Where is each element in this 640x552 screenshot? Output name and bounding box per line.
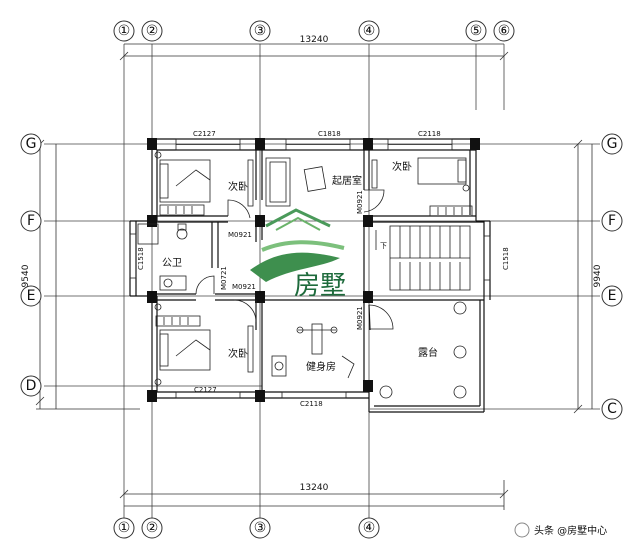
axis-label: ① [118,520,131,536]
axis-bubbles-right: G F E C [601,133,623,420]
door-swings [195,189,394,330]
door-label: M0721 [220,266,228,290]
axis-label: ③ [254,23,267,39]
window-label: C2127 [193,130,216,138]
right-dimension: 9940 [573,139,603,414]
axis-label: E [27,288,36,304]
axis-label: C [607,401,617,417]
axis-label: ② [146,23,159,39]
furniture-bed-nw [154,151,254,216]
room-label-living: 起居室 [332,174,362,187]
left-dimension: 9540 [21,139,140,410]
window-label: C1518 [502,247,510,270]
credit-watermark: 头条 @房墅中心 [514,522,607,538]
staircase [375,225,471,291]
axis-label: G [26,136,37,152]
axis-label: F [608,213,616,229]
axis-label: ① [118,23,131,39]
room-label-terrace: 露台 [418,346,438,359]
axis-label: ⑥ [498,23,511,39]
door-label: M0921 [232,283,256,291]
structural-columns [147,138,480,402]
window-label: C1518 [137,247,145,270]
left-total-dimension: 9540 [21,264,31,287]
watermark-logo-text: 房墅 [294,271,346,301]
stair-direction-label: 下 [380,242,387,250]
axis-bubbles-bottom: ① ② ③ ④ [113,517,380,539]
room-label-gym: 健身房 [306,360,336,373]
axis-label: ④ [363,520,376,536]
room-label-bedroom-ne: 次卧 [392,160,412,173]
gym-equipment [271,323,355,379]
furniture-bath [137,223,188,291]
room-label-bedroom-nw: 次卧 [228,180,248,193]
credit-text: 头条 @房墅中心 [534,524,607,537]
top-total-dimension: 13240 [300,35,329,45]
axis-label: G [607,136,618,152]
bottom-total-dimension: 13240 [300,483,329,493]
window-label: C2118 [418,130,441,138]
right-total-dimension: 9940 [593,264,603,287]
axis-bubbles-top: ① ② ③ ④ ⑤ ⑥ [113,20,515,42]
window-openings [129,138,491,399]
top-dimension: 13240 [119,35,509,61]
axis-label: E [608,288,617,304]
axis-label: F [27,213,35,229]
window-label: C1818 [318,130,341,138]
room-label-bath: 公卫 [162,258,182,269]
door-label: M0921 [356,306,364,330]
furniture-bed-ne [371,157,473,217]
axis-label: ④ [363,23,376,39]
door-label: M0921 [356,190,364,214]
terrace-planters [379,301,467,399]
axis-label: ⑤ [470,23,483,39]
furniture-bed-sw [154,303,254,386]
window-label: C2127 [194,386,217,394]
axis-label: ② [146,520,159,536]
door-label: M0921 [228,231,252,239]
window-label: C2118 [300,400,323,408]
watermark-logo: 房墅 [250,208,346,301]
axis-label: ③ [254,520,267,536]
bottom-dimension: 13240 [119,480,509,510]
axis-bubbles-left: G F E D [20,133,42,397]
furniture-living [265,157,327,207]
room-label-bedroom-sw: 次卧 [228,347,248,360]
axis-label: D [26,378,37,394]
axis-grid [44,44,600,520]
